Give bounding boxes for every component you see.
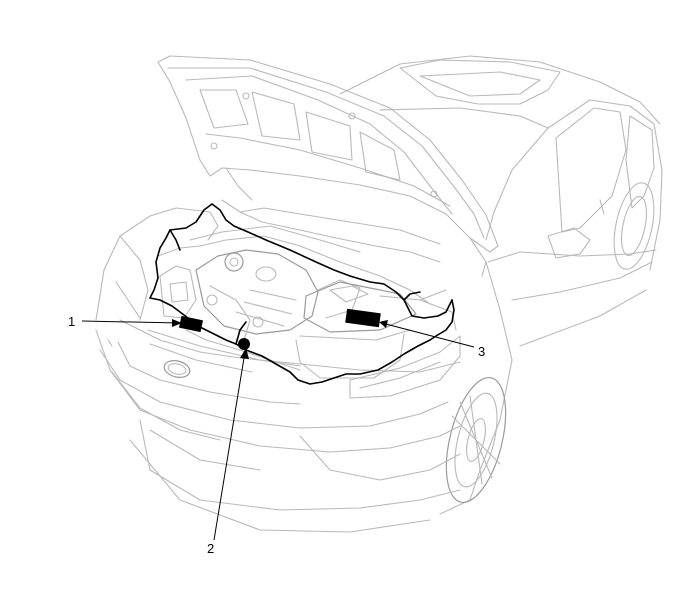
callout-leaders bbox=[81, 319, 475, 541]
leader-2-arrowhead bbox=[240, 348, 249, 359]
kia-logo-icon bbox=[163, 360, 191, 378]
connector-2 bbox=[238, 338, 250, 350]
leader-2 bbox=[213, 351, 246, 541]
leader-1 bbox=[81, 320, 181, 324]
callout-1: 1 bbox=[68, 314, 75, 329]
hood bbox=[157, 55, 499, 277]
front-fascia bbox=[95, 207, 461, 533]
connectors bbox=[178, 308, 381, 350]
car-body bbox=[339, 55, 663, 515]
callout-labels: 1 2 3 bbox=[68, 314, 485, 556]
car-illustration bbox=[95, 55, 663, 533]
connector-1 bbox=[178, 315, 204, 333]
leader-1-arrowhead bbox=[172, 319, 182, 327]
engine-bay bbox=[157, 199, 457, 379]
leader-3 bbox=[381, 322, 475, 348]
callout-3: 3 bbox=[478, 344, 485, 359]
connector-3 bbox=[345, 308, 381, 328]
callout-2: 2 bbox=[207, 541, 214, 556]
leader-3-arrowhead bbox=[379, 320, 388, 328]
